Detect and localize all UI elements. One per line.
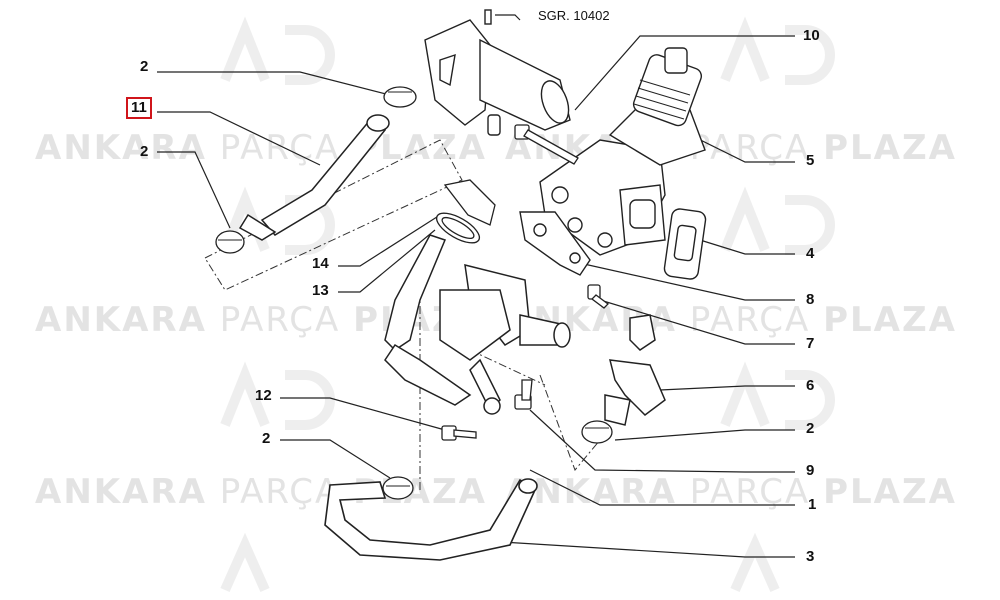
callout-12[interactable]: 12	[255, 387, 272, 404]
callout-8[interactable]: 8	[806, 291, 815, 308]
callout-2-bottom[interactable]: 2	[262, 430, 271, 447]
callout-4[interactable]: 4	[806, 245, 815, 262]
watermark-row-3: ANKARA PARÇA PLAZA	[35, 472, 487, 512]
callout-10[interactable]: 10	[803, 27, 820, 44]
pipe-assembly-1	[384, 234, 571, 415]
hose-3	[324, 478, 538, 561]
egr-valve-assembly	[539, 47, 706, 256]
callout-9[interactable]: 9	[806, 462, 815, 479]
bolts	[441, 284, 609, 441]
callout-11-highlighted[interactable]: 11	[126, 97, 152, 119]
callout-2-top[interactable]: 2	[140, 58, 149, 75]
callout-2-left[interactable]: 2	[140, 143, 149, 160]
gaskets-13-14	[435, 179, 496, 244]
hose-11	[238, 114, 390, 241]
callout-13[interactable]: 13	[312, 282, 329, 299]
callout-1[interactable]: 1	[808, 496, 817, 513]
reference-label: SGR. 10402	[538, 8, 610, 23]
gasket-8	[519, 211, 591, 276]
gasket-4	[663, 208, 707, 280]
callout-14[interactable]: 14	[312, 255, 329, 272]
bolt-10	[514, 124, 579, 165]
logo-watermarks	[220, 16, 835, 593]
callout-3[interactable]: 3	[806, 548, 815, 565]
callout-7[interactable]: 7	[806, 335, 815, 352]
callout-2-right[interactable]: 2	[806, 420, 815, 437]
thermostat-housing	[424, 9, 571, 136]
callout-6[interactable]: 6	[806, 377, 815, 394]
watermark-row-3b: ANKARA PARÇA PLAZA	[505, 472, 957, 512]
hose-clamps	[215, 86, 613, 500]
pipe-6	[604, 314, 666, 426]
callout-5[interactable]: 5	[806, 152, 815, 169]
